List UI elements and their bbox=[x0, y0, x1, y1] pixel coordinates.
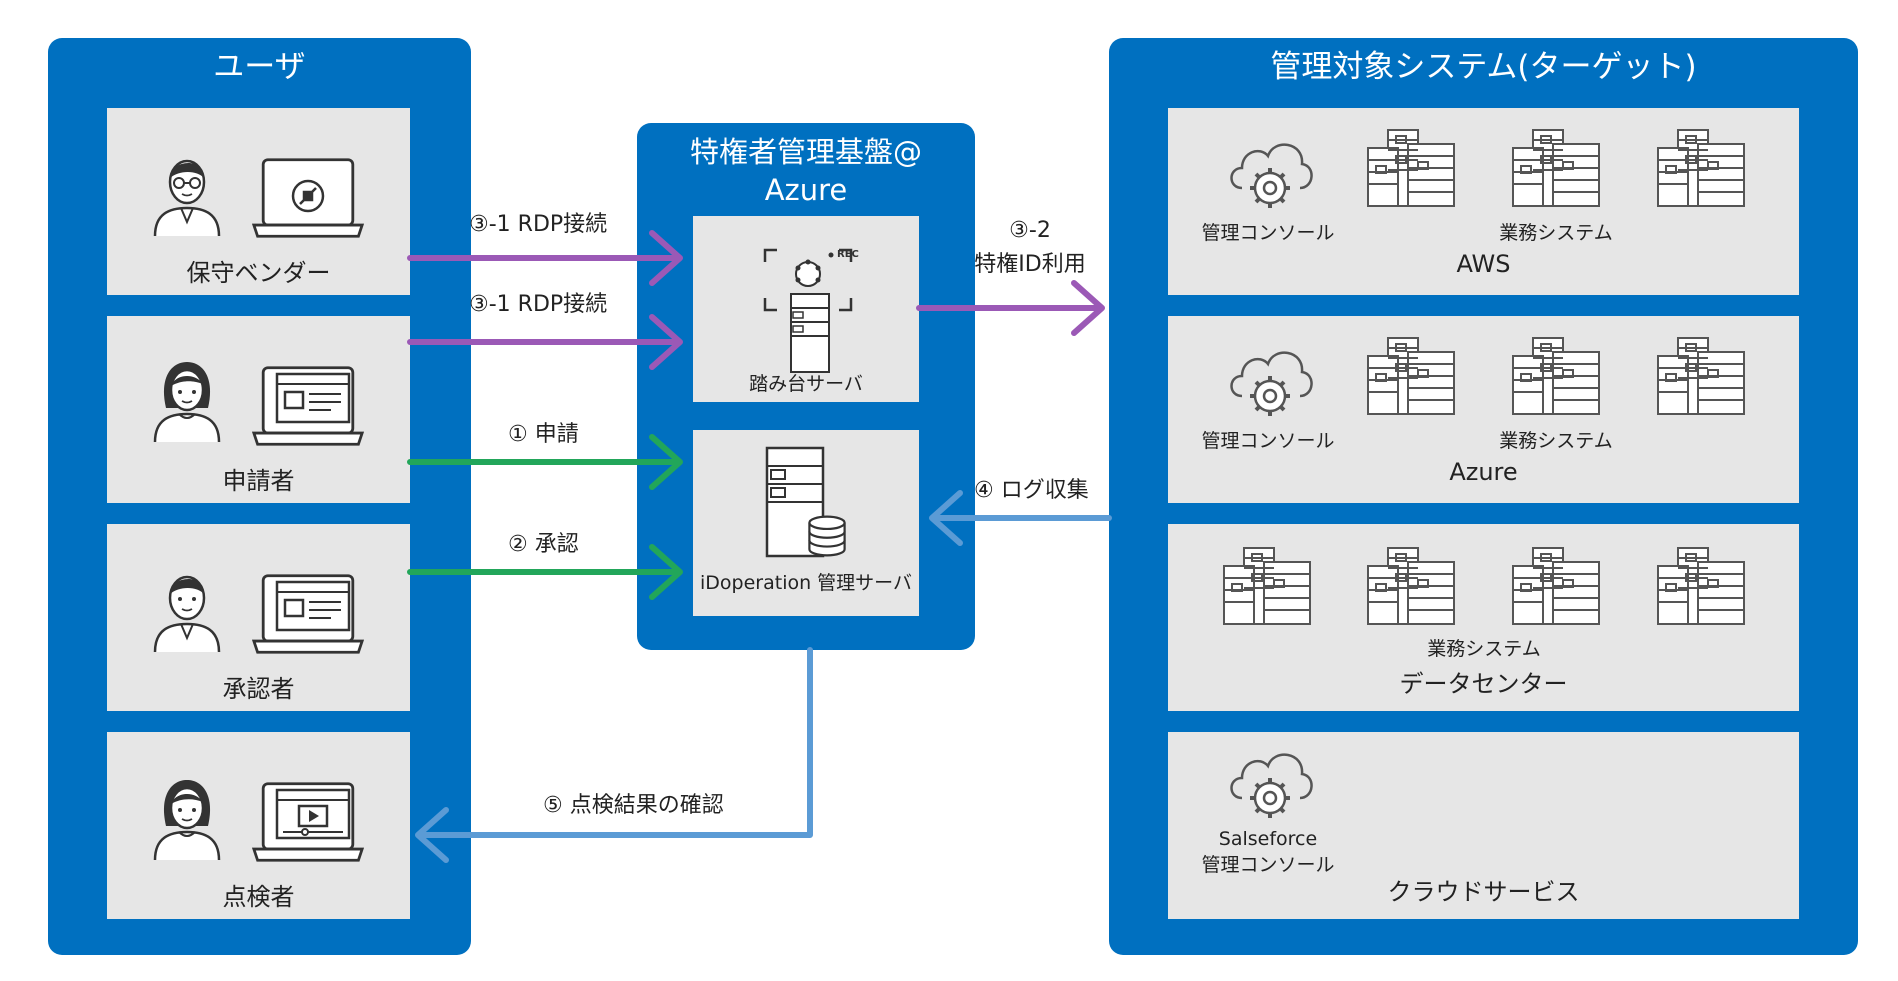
privilege-arrow bbox=[916, 280, 1105, 336]
flow-label-rdp-1: ③-1 RDP接続 bbox=[469, 212, 608, 237]
video-player-icon bbox=[275, 788, 351, 840]
user-card-label: 保守ベンダー bbox=[186, 259, 331, 287]
flow-label-check-results: ⑤ 点検結果の確認 bbox=[543, 793, 724, 818]
console-label: 管理コンソール bbox=[1201, 222, 1335, 244]
user-card-approver[interactable]: 承認者 bbox=[107, 524, 410, 711]
target-section-azure[interactable]: 管理コンソール 業務システム Azure bbox=[1168, 316, 1799, 503]
server-tower-icon bbox=[790, 293, 830, 373]
jump-server-card[interactable]: REC 踏み台サーバ bbox=[693, 216, 919, 402]
flow-label-log-collection: ④ ログ収集 bbox=[974, 478, 1089, 503]
apply-arrow bbox=[407, 434, 683, 490]
user-card-vendor[interactable]: 保守ベンダー bbox=[107, 108, 410, 295]
platform-title-line1: 特権者管理基盤@ bbox=[689, 135, 922, 169]
approve-arrow bbox=[407, 544, 683, 600]
user-card-applicant[interactable]: 申請者 bbox=[107, 316, 410, 503]
recording-frame-icon bbox=[763, 248, 853, 312]
rdp-arrow-2 bbox=[407, 314, 683, 370]
user-panel-title: ユーザ bbox=[213, 49, 306, 85]
target-section-datacenter[interactable]: 業務システム データセンター bbox=[1168, 524, 1799, 711]
log-arrow bbox=[929, 490, 1112, 546]
check-arrow bbox=[415, 647, 813, 863]
user-card-label: 承認者 bbox=[222, 675, 295, 703]
user-card-label: 点検者 bbox=[222, 883, 295, 911]
rdp-arrow-1 bbox=[407, 230, 683, 286]
rec-indicator: REC bbox=[837, 249, 859, 260]
target-section-cloud-service[interactable]: Salseforce 管理コンソール クラウドサービス bbox=[1168, 732, 1799, 919]
flow-label-approve: ② 承認 bbox=[508, 532, 579, 557]
management-server-label: iDoperation 管理サーバ bbox=[700, 572, 912, 594]
section-name: AWS bbox=[1456, 250, 1511, 278]
console-label-line1: Salseforce bbox=[1218, 828, 1318, 850]
flow-label-privilege-use: 特権ID利用 bbox=[974, 252, 1086, 277]
section-name: データセンター bbox=[1399, 670, 1568, 698]
flow-label-privilege-step: ③-2 bbox=[1009, 218, 1051, 243]
jump-server-label: 踏み台サーバ bbox=[749, 373, 863, 395]
target-section-aws[interactable]: 管理コンソール 業務システム AWS bbox=[1168, 108, 1799, 295]
platform-title-line2: Azure bbox=[764, 173, 848, 207]
business-system-label: 業務システム bbox=[1499, 430, 1613, 452]
target-panel-title: 管理対象システム(ターゲット) bbox=[1270, 49, 1697, 85]
remote-desktop-icon bbox=[291, 179, 325, 213]
flow-label-rdp-2: ③-1 RDP接続 bbox=[469, 292, 608, 317]
section-name: Azure bbox=[1449, 458, 1518, 486]
browser-window-icon bbox=[275, 372, 351, 424]
flow-label-apply: ① 申請 bbox=[508, 422, 579, 447]
business-system-label: 業務システム bbox=[1427, 638, 1541, 660]
console-label: 管理コンソール bbox=[1201, 430, 1335, 452]
user-card-inspector[interactable]: 点検者 bbox=[107, 732, 410, 919]
browser-window-icon bbox=[275, 580, 351, 632]
business-system-label: 業務システム bbox=[1499, 222, 1613, 244]
console-label-line2: 管理コンソール bbox=[1201, 854, 1335, 876]
user-card-label: 申請者 bbox=[222, 467, 295, 495]
section-name: クラウドサービス bbox=[1387, 878, 1580, 906]
management-server-card[interactable]: iDoperation 管理サーバ bbox=[693, 430, 919, 616]
